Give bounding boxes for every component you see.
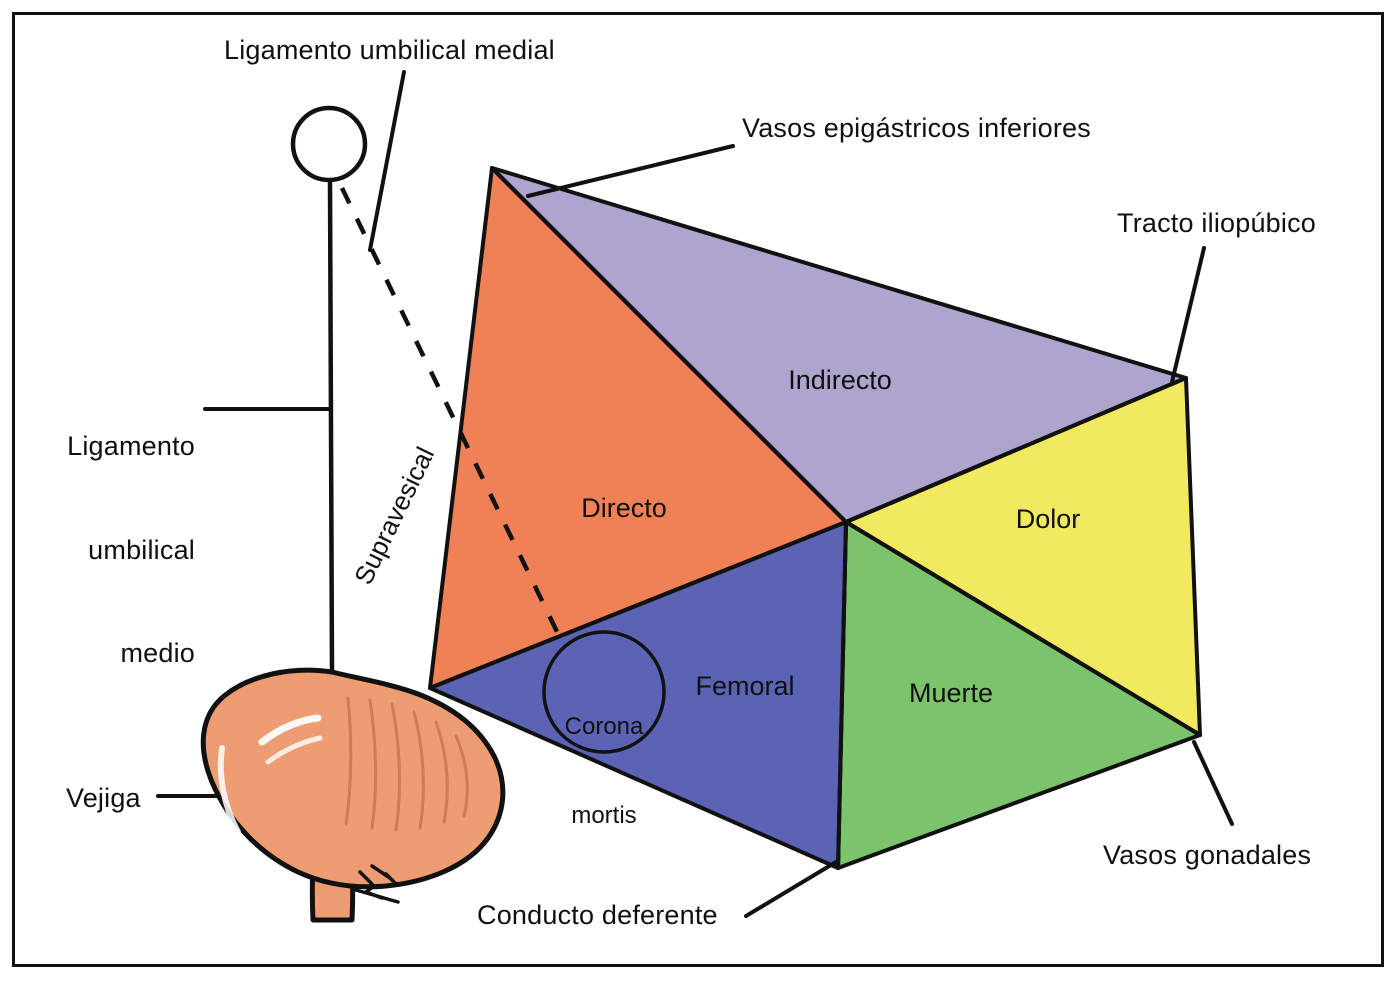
bladder-highlight-2 — [265, 735, 323, 765]
region-label-muerte: Muerte — [908, 678, 994, 708]
ligamento-umbilical-medio-line — [327, 180, 335, 673]
figure-border — [12, 12, 1384, 967]
region-divider-lines — [428, 166, 1202, 870]
leader-lines — [156, 70, 1234, 918]
bladder-texture — [344, 696, 469, 832]
divider-indirecto-dolor — [844, 376, 1188, 524]
leader-conducto-deferente — [744, 860, 838, 918]
leader-vasos-gonadales — [1192, 740, 1234, 826]
label-ligamento-umbilical-medio-line1: Ligamento — [67, 431, 195, 462]
label-tracto-iliopubico: Tracto iliopúbico — [1117, 208, 1316, 238]
label-ligamento-umbilical-medio-line2: umbilical — [88, 534, 195, 565]
label-ligamento-umbilical-medio: Ligamento umbilical medio — [0, 360, 195, 740]
bladder-highlight-1 — [258, 714, 322, 746]
label-corona-mortis: Corona mortis — [524, 652, 684, 890]
label-conducto-deferente: Conducto deferente — [477, 900, 718, 930]
label-vejiga: Vejiga — [66, 783, 141, 813]
region-label-dolor: Dolor — [1015, 504, 1081, 534]
divider-muerte-femoral — [836, 520, 848, 870]
artist-signature — [354, 864, 400, 904]
label-vasos-epigastricos-inferiores: Vasos epigástricos inferiores — [742, 113, 1091, 143]
ligamento-umbilical-medial-dashed — [339, 187, 564, 641]
region-label-femoral: Femoral — [695, 671, 795, 701]
leader-ligamento-umbilical-medial — [368, 70, 406, 252]
divider-dolor-muerte — [844, 520, 1202, 737]
bladder-highlight-3 — [217, 745, 241, 835]
divider-directo-indirecto — [490, 166, 848, 524]
bladder-outline — [200, 667, 506, 890]
corona-mortis-circle — [542, 630, 666, 754]
label-vasos-gonadales: Vasos gonadales — [1103, 840, 1312, 870]
bladder-illustration — [200, 667, 506, 923]
label-ligamento-umbilical-medio-line3: medio — [120, 638, 195, 669]
divider-femoral-directo — [428, 520, 848, 690]
label-corona-mortis-line2: mortis — [571, 801, 637, 829]
leader-tracto-iliopubico — [1170, 246, 1206, 384]
region-label-indirecto: Indirecto — [788, 365, 892, 395]
leader-vasos-epigastricos — [526, 144, 735, 198]
label-ligamento-umbilical-medial: Ligamento umbilical medial — [224, 35, 555, 65]
umbilicus-circle — [290, 105, 368, 183]
region-label-directo: Directo — [581, 493, 667, 523]
label-corona-mortis-line1: Corona — [564, 712, 644, 740]
